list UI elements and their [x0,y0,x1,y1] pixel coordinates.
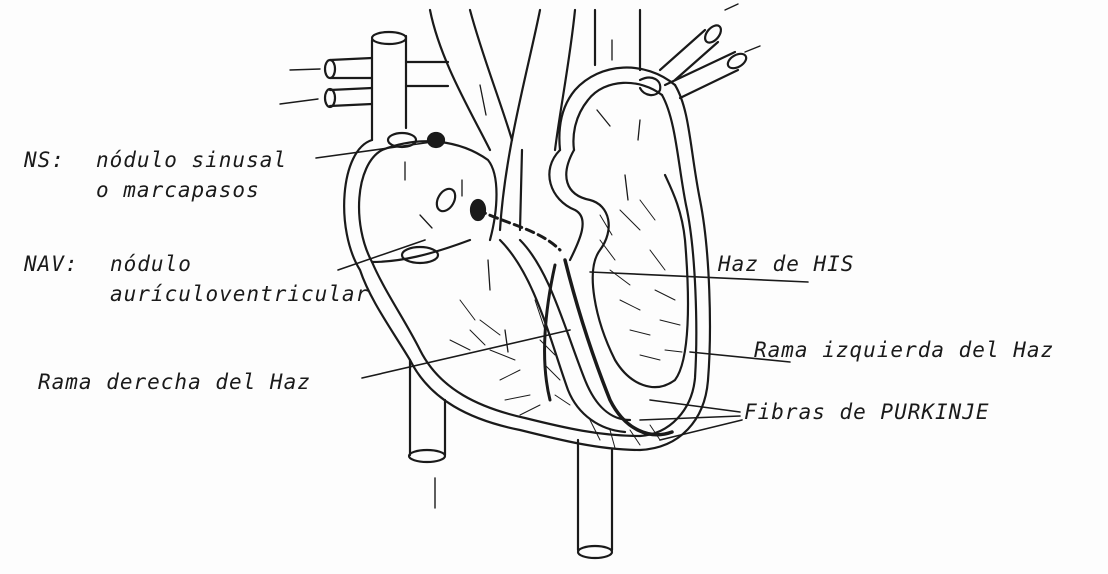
label-rama-izquierda: Rama izquierda del Haz [754,340,1054,361]
label-ns-line2: o marcapasos [96,180,260,201]
label-nav-abbr: NAV: [24,254,79,275]
left-bundle-branch [565,260,672,435]
pulmonary-veins-right [280,58,448,107]
label-rama-derecha: Rama derecha del Haz [38,372,311,393]
label-purkinje: Fibras de PURKINJE [744,402,990,423]
purkinje-fibers [450,200,682,448]
great-vessels [430,10,640,230]
label-nav-line2: aurículoventricular [110,284,369,305]
sinus-node [428,133,444,147]
superior-vena-cava [372,32,406,140]
inferior-vessels [409,360,612,558]
leader-nav [338,240,425,270]
leader-lines [316,142,808,440]
right-atrium [372,133,497,263]
label-his: Haz de HIS [718,254,854,275]
label-ns-line1: nódulo sinusal [96,150,287,171]
leader-rama-der [362,330,570,378]
label-ns-abbr: NS: [24,150,65,171]
label-nav-line1: nódulo [110,254,192,275]
